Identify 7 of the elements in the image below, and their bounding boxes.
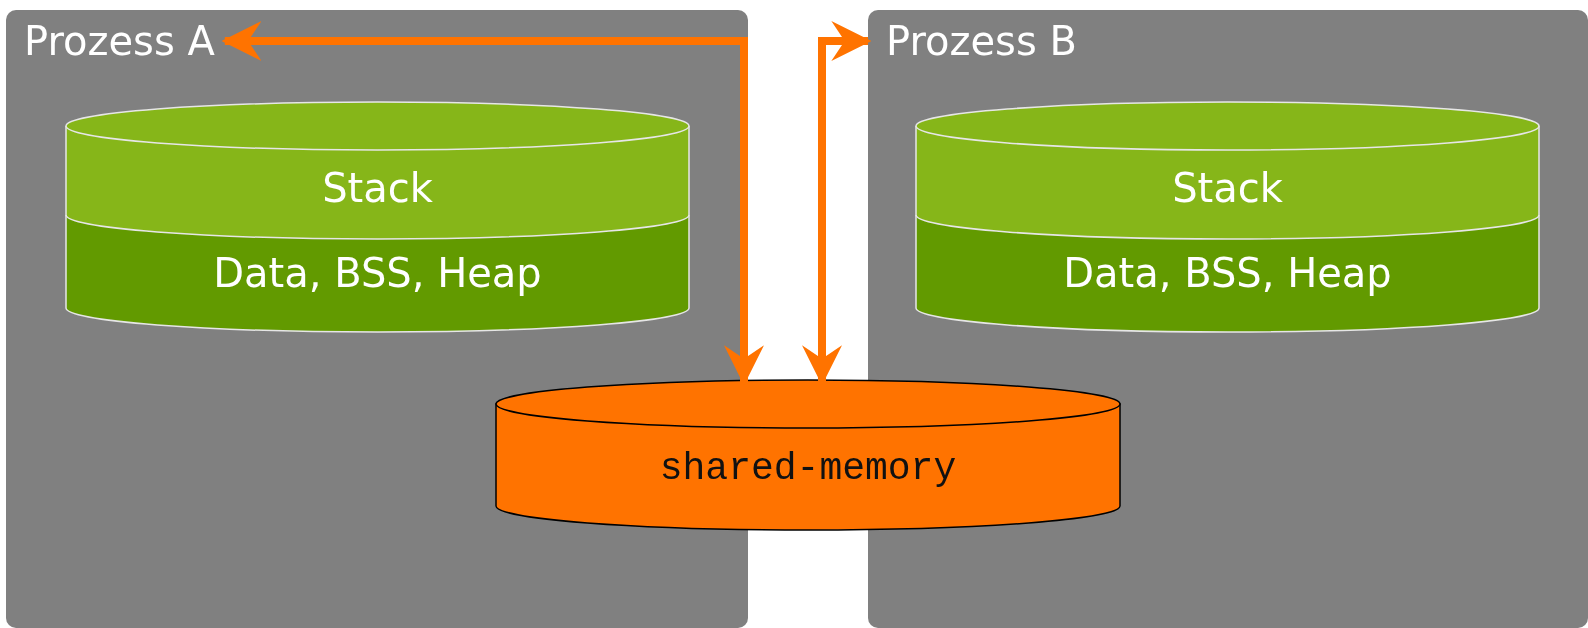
stack-label: Stack (1171, 165, 1284, 211)
memory-label: shared-memory (658, 446, 958, 490)
stack-label: Stack (321, 165, 434, 211)
process-title: Prozess B (886, 18, 1077, 64)
segment-label: Data, BSS, Heap (212, 250, 543, 296)
segment-label: Data, BSS, Heap (1062, 250, 1393, 296)
process-title: Prozess A (24, 18, 215, 64)
